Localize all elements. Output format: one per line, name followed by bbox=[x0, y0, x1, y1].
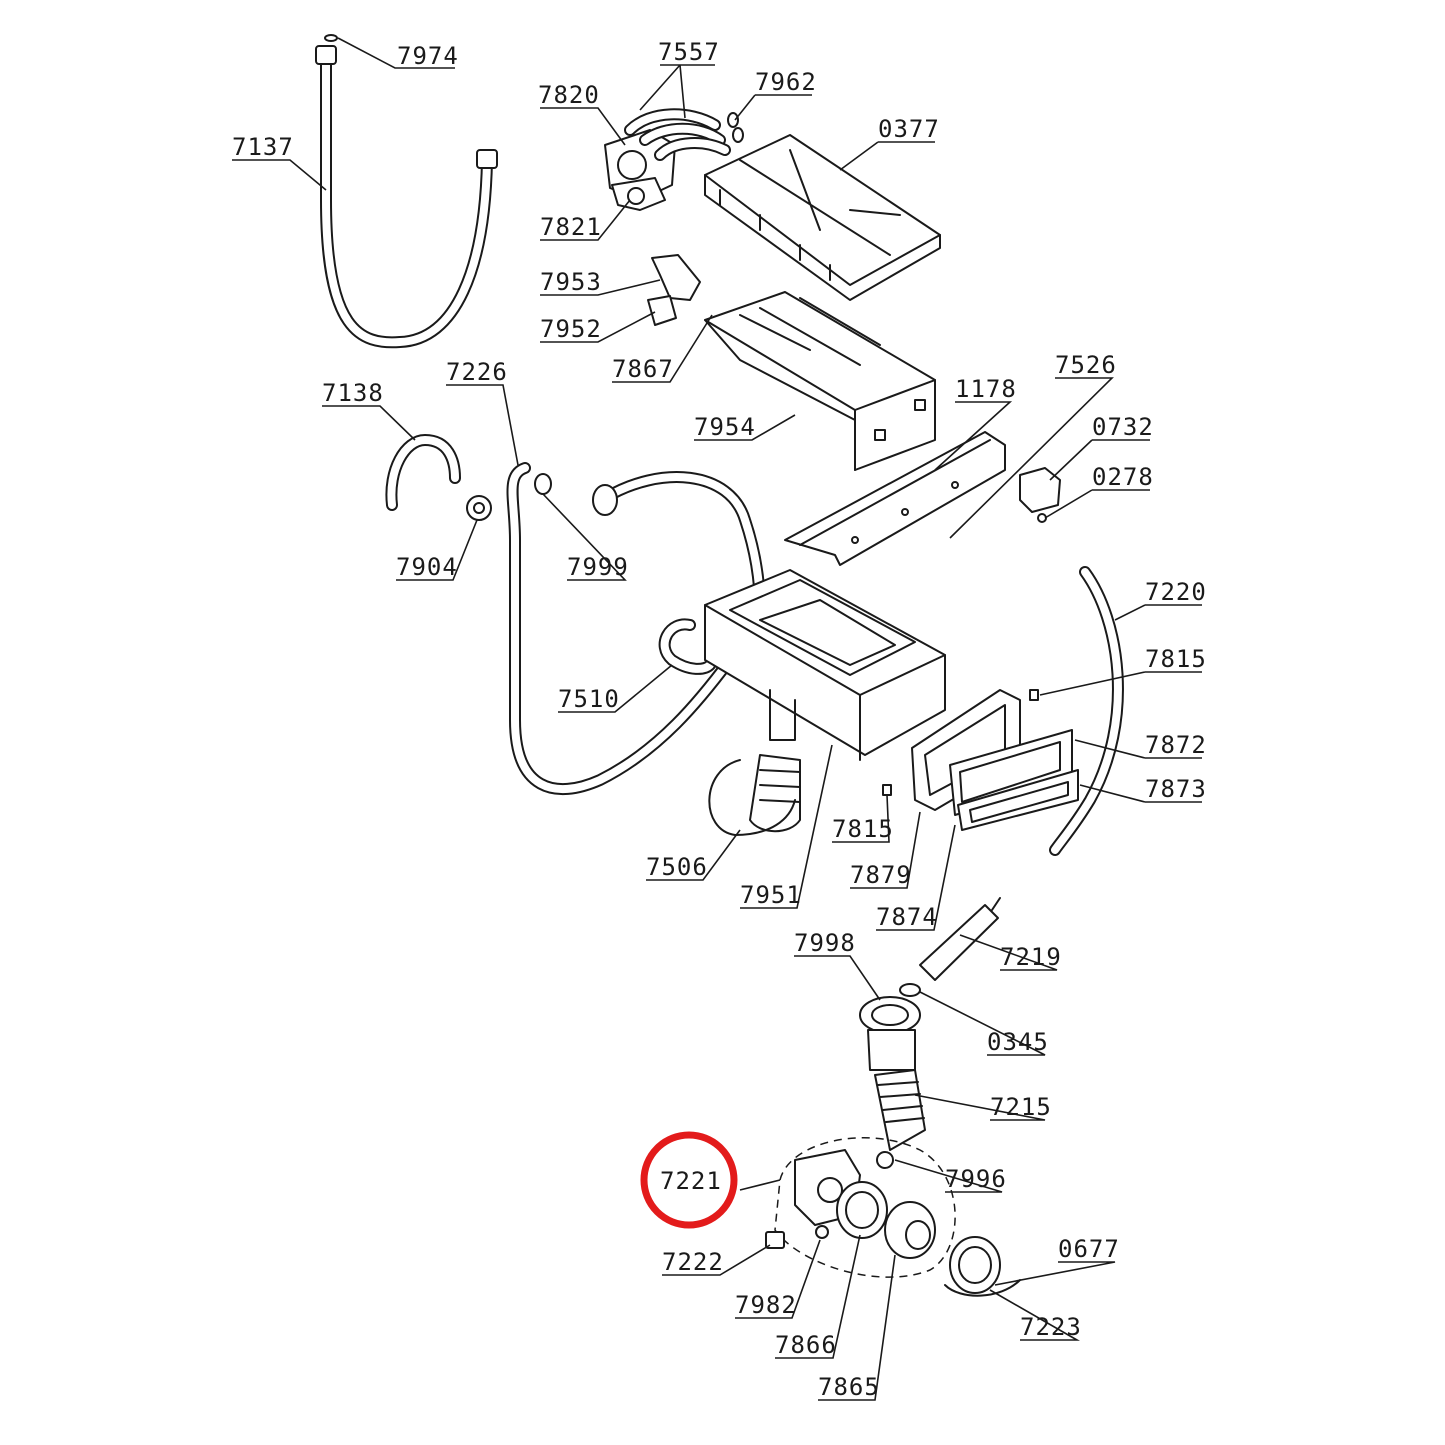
part-number-labels: 7974 7137 7557 7820 7962 0377 7821 7953 … bbox=[232, 38, 1207, 1401]
label-7222: 7222 bbox=[662, 1248, 724, 1276]
label-7220: 7220 bbox=[1145, 578, 1207, 606]
label-0377: 0377 bbox=[878, 115, 940, 143]
label-7223: 7223 bbox=[1020, 1313, 1082, 1341]
label-7138: 7138 bbox=[322, 379, 384, 407]
label-7506: 7506 bbox=[646, 853, 708, 881]
label-7904: 7904 bbox=[396, 553, 458, 581]
label-7962: 7962 bbox=[755, 68, 817, 96]
leader-lines bbox=[232, 37, 1202, 1401]
part-7137-inlet-hose bbox=[315, 34, 498, 349]
label-7219: 7219 bbox=[1000, 943, 1062, 971]
part-7951-housing bbox=[704, 569, 946, 761]
label-7874: 7874 bbox=[876, 903, 938, 931]
label-7215: 7215 bbox=[990, 1093, 1052, 1121]
part-7954-drawer bbox=[704, 291, 936, 471]
label-7821: 7821 bbox=[540, 213, 602, 241]
part-1178-7526-bracket bbox=[784, 431, 1006, 566]
label-7996: 7996 bbox=[945, 1165, 1007, 1193]
label-0677: 0677 bbox=[1058, 1235, 1120, 1263]
label-0732: 0732 bbox=[1092, 413, 1154, 441]
label-7999: 7999 bbox=[567, 553, 629, 581]
part-7219-tube bbox=[919, 897, 1001, 981]
part-7222-7982 bbox=[765, 1225, 829, 1249]
label-0278: 0278 bbox=[1092, 463, 1154, 491]
label-0345: 0345 bbox=[987, 1028, 1049, 1056]
part-return-hose bbox=[592, 471, 766, 616]
part-7998-7215-bellows bbox=[859, 983, 926, 1169]
label-7873: 7873 bbox=[1145, 775, 1207, 803]
part-7510-small-hose bbox=[658, 618, 716, 675]
part-7138-hose-bend bbox=[385, 433, 461, 511]
label-7221: 7221 bbox=[660, 1167, 722, 1195]
part-0377-cover bbox=[704, 134, 941, 301]
part-7879-7874-7872-7873-frames bbox=[911, 689, 1079, 831]
label-7953: 7953 bbox=[540, 268, 602, 296]
part-7226-drain-hose bbox=[506, 462, 736, 796]
label-7954: 7954 bbox=[694, 413, 756, 441]
label-7510: 7510 bbox=[558, 685, 620, 713]
label-7557: 7557 bbox=[658, 38, 720, 66]
highlight-circle bbox=[640, 1131, 738, 1229]
label-1178: 1178 bbox=[955, 375, 1017, 403]
label-7982: 7982 bbox=[735, 1291, 797, 1319]
label-7867: 7867 bbox=[612, 355, 674, 383]
label-7952: 7952 bbox=[540, 315, 602, 343]
label-7865: 7865 bbox=[818, 1373, 880, 1401]
label-7974: 7974 bbox=[397, 42, 459, 70]
part-0677-7223-seal bbox=[944, 1236, 1021, 1297]
part-7904-nut bbox=[466, 495, 492, 521]
part-7953-7952-small-parts bbox=[647, 254, 701, 326]
label-7866: 7866 bbox=[775, 1331, 837, 1359]
part-7221-pump-assembly bbox=[774, 1137, 956, 1278]
label-7137: 7137 bbox=[232, 133, 294, 161]
part-7820-valve-assembly bbox=[604, 108, 744, 211]
label-7879: 7879 bbox=[850, 861, 912, 889]
label-7226: 7226 bbox=[446, 358, 508, 386]
label-7815-lower: 7815 bbox=[832, 815, 894, 843]
label-7820: 7820 bbox=[538, 81, 600, 109]
label-7951: 7951 bbox=[740, 881, 802, 909]
label-7872: 7872 bbox=[1145, 731, 1207, 759]
label-7526: 7526 bbox=[1055, 351, 1117, 379]
part-7220-wire bbox=[1049, 566, 1124, 856]
label-7815-upper: 7815 bbox=[1145, 645, 1207, 673]
part-7506-bellow bbox=[708, 754, 801, 836]
label-7998: 7998 bbox=[794, 929, 856, 957]
